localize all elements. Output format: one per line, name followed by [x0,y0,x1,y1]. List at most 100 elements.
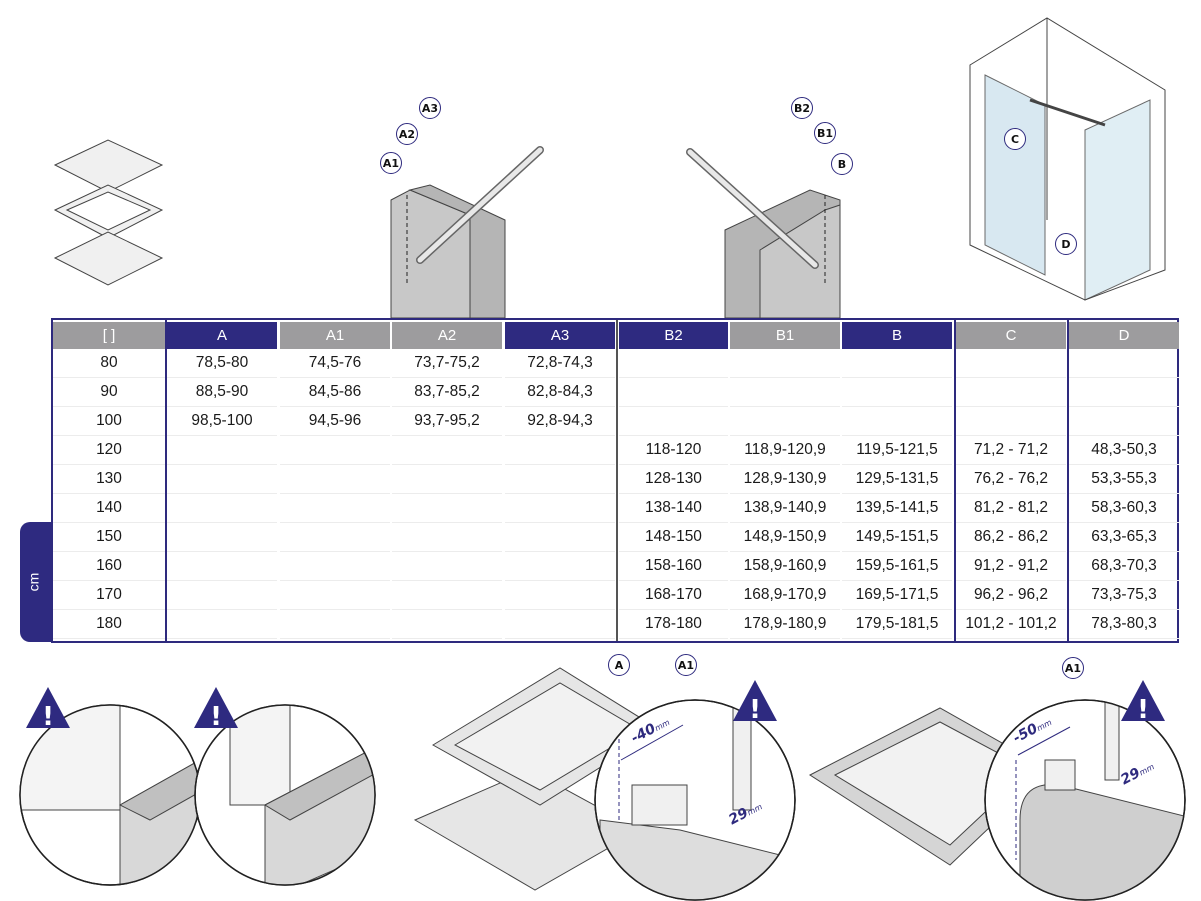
table-cell [280,523,390,552]
table-cell: 82,8-84,3 [505,378,615,407]
table-cell: 73,7-75,2 [392,349,502,378]
table-cell: 139,5-141,5 [842,494,952,523]
row-size-cell: 140 [53,494,165,523]
table-cell [167,610,277,639]
table-cell: 93,7-95,2 [392,407,502,436]
callout-a3: A3 [419,97,441,119]
table-cell: 118-120 [619,436,728,465]
table-cell [167,581,277,610]
row-size-cell: 170 [53,581,165,610]
table-cell: 138-140 [619,494,728,523]
table-cell [505,494,615,523]
table-cell [280,552,390,581]
table-cell: 58,3-60,3 [1069,494,1179,523]
table-cell: 128,9-130,9 [730,465,840,494]
table-cell: 98,5-100 [167,407,277,436]
table-cell: 68,3-70,3 [1069,552,1179,581]
table-cell [956,378,1066,407]
table-cell: 179,5-181,5 [842,610,952,639]
table-cell: 83,7-85,2 [392,378,502,407]
table-cell: 168,9-170,9 [730,581,840,610]
table-cell [392,552,502,581]
table-cell [167,465,277,494]
table-cell: 138,9-140,9 [730,494,840,523]
table-cell: 168-170 [619,581,728,610]
table-cell: 96,2 - 96,2 [956,581,1066,610]
unit-tab: cm [20,522,53,642]
table-cell: 148-150 [619,523,728,552]
table-cell: 158-160 [619,552,728,581]
callout-b2: B2 [791,97,813,119]
table-cell [392,465,502,494]
table-cell [505,581,615,610]
table-cell [392,523,502,552]
row-size-cell: 80 [53,349,165,378]
table-cell [167,436,277,465]
shower-tray-exploded-illustration [53,139,164,286]
table-cell: 91,2 - 91,2 [956,552,1066,581]
table-cell: 84,5-86 [280,378,390,407]
table-cell [280,494,390,523]
warning-icon: ! [194,687,238,732]
tray-installation-illustration [413,667,661,891]
table-cell: 101,2 - 101,2 [956,610,1066,639]
table-cell: 63,3-65,3 [1069,523,1179,552]
table-cell [280,465,390,494]
table-cell [730,407,840,436]
table-cell [1069,407,1179,436]
column-header: [ ] [53,322,165,349]
table-cell: 86,2 - 86,2 [956,523,1066,552]
svg-text:!: ! [210,702,222,732]
column-header: B [842,322,952,349]
table-cell [280,610,390,639]
table-cell [505,523,615,552]
table-cell [619,349,728,378]
table-cell: 178-180 [619,610,728,639]
table-cell: 129,5-131,5 [842,465,952,494]
column-divider [165,320,167,641]
table-cell: 118,9-120,9 [730,436,840,465]
row-size-cell: 90 [53,378,165,407]
table-cell: 149,5-151,5 [842,523,952,552]
column-header: D [1069,322,1179,349]
callout-b1: B1 [814,122,836,144]
warning-icon: ! [26,687,70,732]
column-divider [616,320,618,641]
table-cell: 119,5-121,5 [842,436,952,465]
svg-text:!: ! [42,702,54,732]
table-cell [392,610,502,639]
table-cell: 88,5-90 [167,378,277,407]
table-cell [956,349,1066,378]
table-cell: 53,3-55,3 [1069,465,1179,494]
table-cell: 71,2 - 71,2 [956,436,1066,465]
column-header: A3 [505,322,615,349]
row-size-cell: 150 [53,523,165,552]
row-size-cell: 130 [53,465,165,494]
table-cell: 148,9-150,9 [730,523,840,552]
column-header: B2 [619,322,728,349]
table-cell [505,436,615,465]
left-wall-profile-illustration [390,146,544,319]
svg-text:!: ! [749,695,761,725]
callout-d: D [1055,233,1077,255]
callout-a2: A2 [396,123,418,145]
table-cell [167,494,277,523]
table-cell: 169,5-171,5 [842,581,952,610]
table-cell [1069,349,1179,378]
table-cell: 128-130 [619,465,728,494]
table-cell: 92,8-94,3 [505,407,615,436]
row-size-cell: 120 [53,436,165,465]
table-cell: 72,8-74,3 [505,349,615,378]
column-header: B1 [730,322,840,349]
table-cell: 81,2 - 81,2 [956,494,1066,523]
table-cell [730,349,840,378]
warning-icon: ! [1121,680,1165,725]
column-header: A1 [280,322,390,349]
table-cell: 159,5-161,5 [842,552,952,581]
detail-circle-left-2 [194,704,376,886]
table-cell [842,378,952,407]
callout-a1: A1 [380,152,402,174]
table-cell [505,552,615,581]
